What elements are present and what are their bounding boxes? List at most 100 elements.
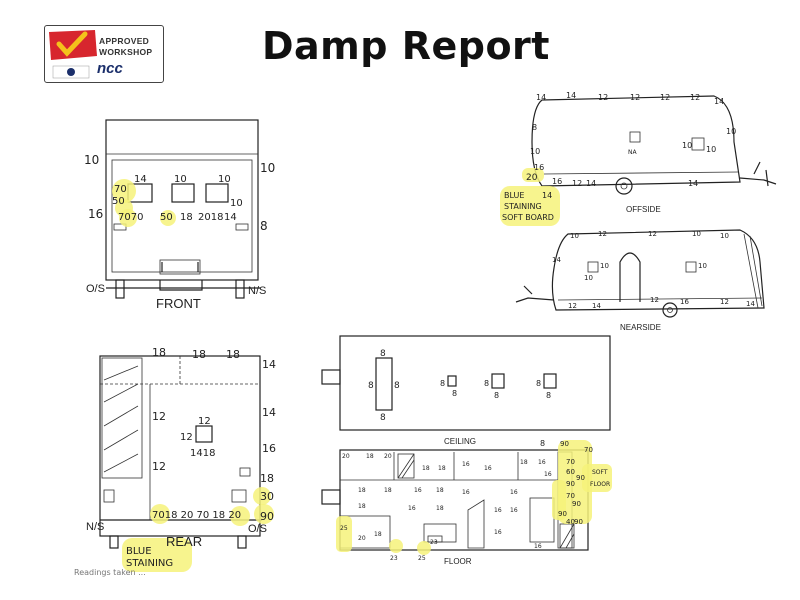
reading-nearside-top-2: 12 bbox=[598, 230, 607, 238]
reading-floor-r2-2: 18 bbox=[384, 487, 392, 494]
rear-os-label: O/S bbox=[248, 523, 267, 535]
floor-note-line-2: FLOOR bbox=[590, 481, 610, 488]
reading-floor-r1-11: 8 bbox=[540, 439, 545, 448]
reading-rear-top-b: 18 bbox=[192, 348, 206, 361]
reading-offside-na: NA bbox=[628, 149, 637, 156]
rear-view-label: REAR bbox=[166, 534, 202, 549]
reading-w1-left-b: 50 bbox=[112, 196, 125, 207]
reading-floor-right-2: 70 bbox=[584, 446, 593, 454]
floor-label: FLOOR bbox=[444, 557, 472, 566]
reading-nearside-window-a: 10 bbox=[584, 274, 593, 282]
reading-nearside-top-3: 12 bbox=[648, 230, 657, 238]
nearside-view-label: NEARSIDE bbox=[620, 323, 661, 332]
reading-w3-bottom: 2018 bbox=[198, 212, 223, 223]
reading-floor-r1-7: 16 bbox=[484, 465, 492, 472]
reading-w3-right: 10 bbox=[230, 198, 243, 209]
nearside-view-diagram: 10 12 12 10 10 14 12 14 12 16 12 14 10 1… bbox=[508, 222, 790, 334]
reading-offside-bottom-1: 20 bbox=[526, 173, 538, 183]
logo-brand: ncc bbox=[97, 60, 123, 77]
approved-workshop-logo: APPROVED WORKSHOP ncc bbox=[44, 25, 164, 83]
approved-badge-icon bbox=[49, 30, 97, 79]
reading-floor-r2-3: 16 bbox=[414, 487, 422, 494]
logo-line-2: WORKSHOP bbox=[99, 47, 153, 57]
reading-floor-r1-10: 16 bbox=[544, 471, 552, 478]
reading-w1-top: 14 bbox=[134, 174, 147, 185]
reading-rear-top-c: 18 bbox=[226, 348, 240, 361]
reading-ceiling-e: 8 bbox=[440, 379, 445, 388]
reading-offside-top-4: 12 bbox=[630, 93, 640, 102]
reading-w2-bottom-left: 50 bbox=[160, 212, 173, 223]
reading-floor-r2-5: 16 bbox=[462, 489, 470, 496]
reading-w1-left-a: 70 bbox=[114, 184, 127, 195]
offside-view-diagram: 14 14 12 12 12 12 14 10 8 10 16 20 16 12… bbox=[494, 82, 790, 226]
reading-front-left-lower: 16 bbox=[88, 207, 103, 221]
reading-nearside-bottom-6: 14 bbox=[746, 300, 755, 308]
offside-note-line-1: BLUE bbox=[504, 191, 524, 200]
reading-floor-r4-2: 18 bbox=[374, 531, 382, 538]
rear-footer-note: Readings taken ... bbox=[74, 568, 146, 577]
reading-w3-top: 10 bbox=[218, 174, 231, 185]
reading-rear-bottom-row: 7018 20 70 18 20 bbox=[152, 510, 241, 521]
reading-w2-top: 10 bbox=[174, 174, 187, 185]
reading-rear-right-c: 18 bbox=[260, 472, 274, 485]
reading-nearside-top-6: 14 bbox=[552, 256, 561, 264]
reading-offside-window-b: 10 bbox=[706, 145, 716, 154]
reading-offside-low: 14 bbox=[542, 191, 552, 200]
reading-offside-top-6: 12 bbox=[690, 93, 700, 102]
reading-floor-r1-3: 20 bbox=[384, 453, 392, 460]
reading-floor-bottom-1: 25 bbox=[340, 525, 348, 532]
floor-note-line-1: SOFT bbox=[592, 469, 608, 476]
reading-floor-bottom-2: 23 bbox=[390, 555, 398, 562]
reading-nearside-bottom-3: 12 bbox=[650, 296, 659, 304]
front-os-label: O/S bbox=[86, 283, 105, 295]
reading-floor-r1-4: 18 bbox=[422, 465, 430, 472]
reading-floor-right-3: 70 bbox=[566, 458, 575, 466]
reading-nearside-top-4: 10 bbox=[692, 230, 701, 238]
reading-offside-bottom-2: 16 bbox=[552, 177, 562, 186]
reading-offside-top-3: 12 bbox=[598, 93, 608, 102]
front-view-label: FRONT bbox=[156, 296, 201, 311]
logo-line-1: APPROVED bbox=[99, 36, 150, 46]
reading-floor-r1-2: 18 bbox=[366, 453, 374, 460]
reading-ceiling-i: 8 bbox=[536, 379, 541, 388]
reading-offside-front-b: 10 bbox=[530, 147, 540, 156]
rear-view-diagram: 18 18 18 14 14 16 18 30 90 12 12 12 12 1… bbox=[80, 340, 302, 572]
reading-floor-right-5: 90 bbox=[576, 474, 585, 482]
offside-note-line-3: SOFT BOARD bbox=[502, 213, 554, 222]
reading-rear-right-b: 16 bbox=[262, 442, 276, 455]
reading-floor-right-11: 90 bbox=[574, 518, 583, 526]
reading-nearside-bottom-1: 12 bbox=[568, 302, 577, 310]
reading-floor-right-1: 90 bbox=[560, 440, 569, 448]
reading-offside-top-2: 14 bbox=[566, 91, 576, 100]
reading-floor-r3-1: 18 bbox=[358, 503, 366, 510]
reading-floor-r4-1: 20 bbox=[358, 535, 366, 542]
reading-floor-r1-5: 18 bbox=[438, 465, 446, 472]
reading-offside-top-7: 14 bbox=[714, 97, 724, 106]
reading-ceiling-g: 8 bbox=[484, 379, 489, 388]
offside-view-label: OFFSIDE bbox=[626, 205, 661, 214]
reading-floor-r2-6: 16 bbox=[510, 489, 518, 496]
reading-offside-bottom-4: 14 bbox=[586, 179, 596, 188]
reading-rear-right-a: 14 bbox=[262, 406, 276, 419]
reading-front-right-upper: 10 bbox=[260, 161, 275, 175]
reading-floor-bottom-4: 23 bbox=[430, 539, 438, 546]
reading-offside-top-8: 10 bbox=[726, 127, 736, 136]
offside-note-line-2: STAINING bbox=[504, 202, 542, 211]
reading-nearside-top-5: 10 bbox=[720, 232, 729, 240]
reading-floor-r2-4: 18 bbox=[436, 487, 444, 494]
reading-floor-right-8: 90 bbox=[572, 500, 581, 508]
ceiling-label: CEILING bbox=[444, 437, 476, 446]
reading-floor-right-9: 90 bbox=[558, 510, 567, 518]
reading-nearside-window-b: 10 bbox=[600, 262, 609, 270]
rear-note-line-2: STAINING bbox=[126, 558, 173, 569]
reading-rear-right-e: 90 bbox=[260, 510, 274, 523]
reading-offside-top-5: 12 bbox=[660, 93, 670, 102]
reading-nearside-top-1: 10 bbox=[570, 232, 579, 240]
reading-w2-bottom-right: 18 bbox=[180, 212, 193, 223]
reading-w1-bottom: 7070 bbox=[118, 212, 143, 223]
reading-nearside-window-c: 10 bbox=[698, 262, 707, 270]
reading-offside-front-a: 8 bbox=[532, 123, 537, 132]
reading-floor-r4-4: 16 bbox=[534, 543, 542, 550]
rear-note-line-1: BLUE bbox=[126, 546, 152, 557]
reading-ceiling-b: 8 bbox=[368, 381, 374, 391]
